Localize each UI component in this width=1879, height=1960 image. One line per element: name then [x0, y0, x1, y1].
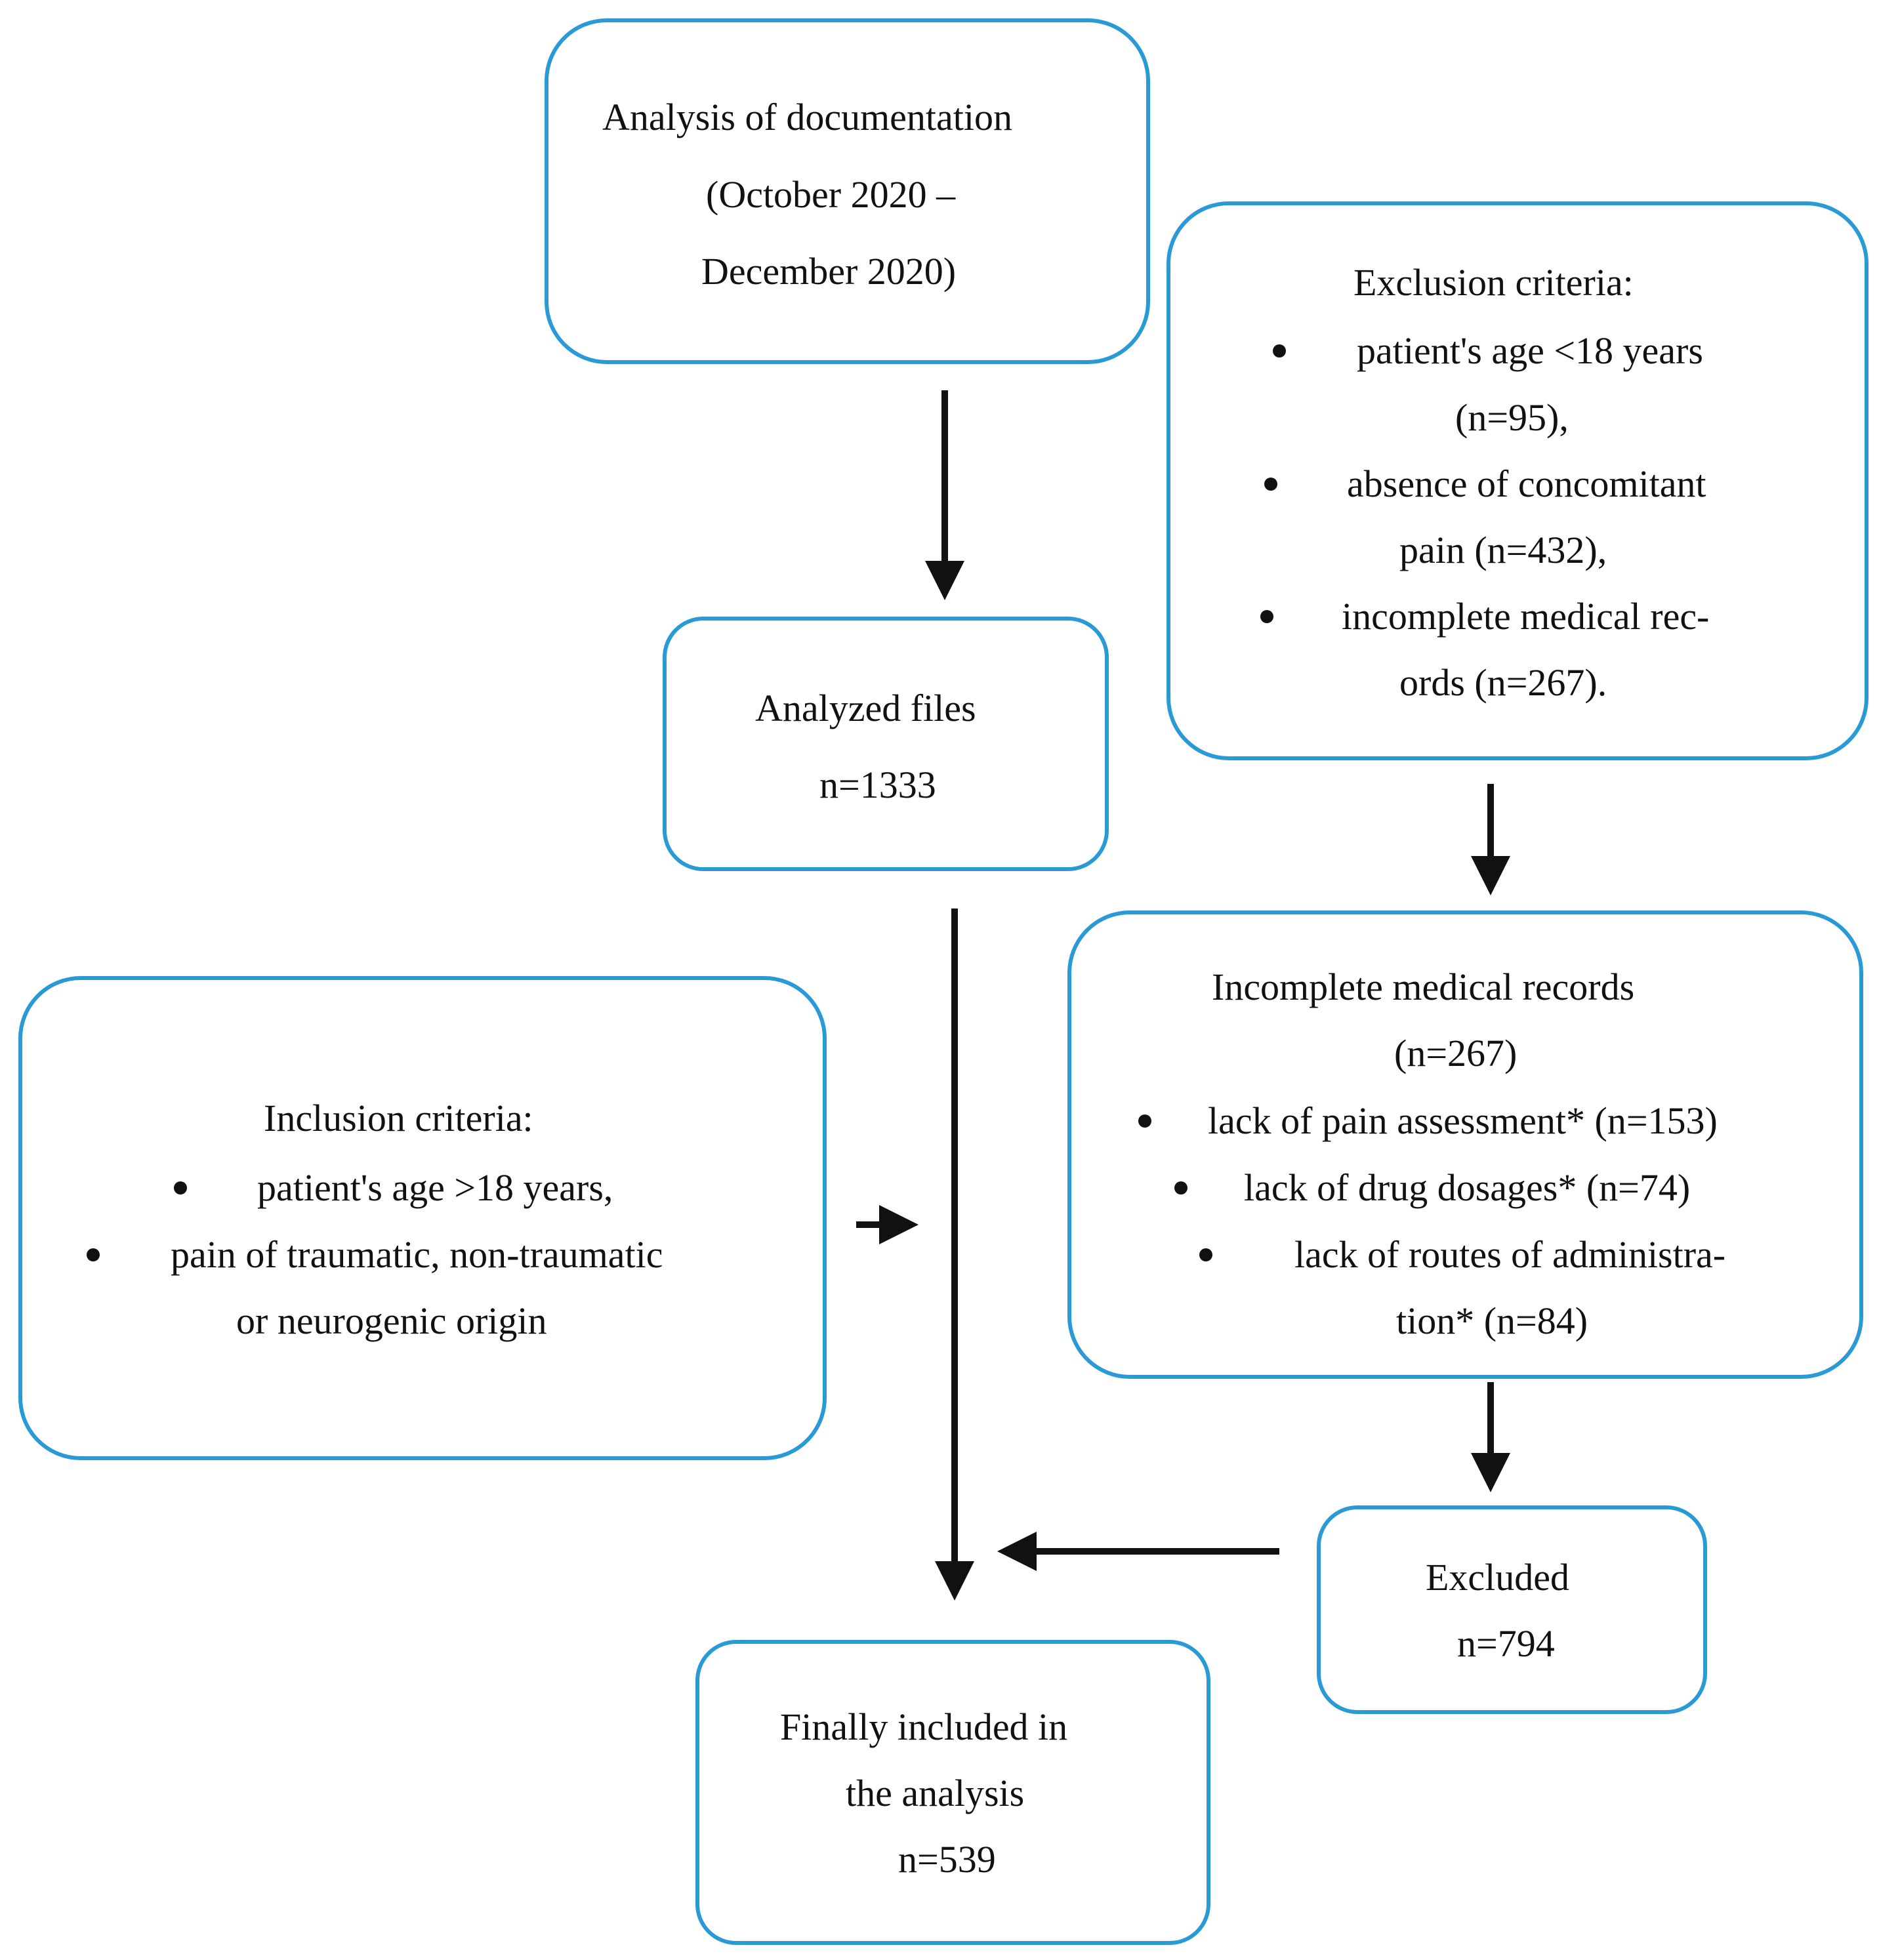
exclusion-item-2-line-2: pain (n=432), — [1399, 529, 1607, 571]
exclusion-bullet-3 — [1260, 610, 1273, 623]
node-inclusion-criteria — [18, 976, 827, 1460]
incomplete-item-3-line-1: lack of routes of administra- — [1294, 1233, 1726, 1276]
analysis-line-3: December 2020) — [701, 250, 957, 293]
analysis-line-2: (October 2020 – — [706, 173, 956, 216]
exclusion-bullet-1 — [1273, 344, 1286, 357]
incomplete-title: Incomplete medical records — [1212, 966, 1635, 1008]
inclusion-item-2-line-2: or neurogenic origin — [236, 1299, 547, 1342]
inclusion-bullet-1 — [174, 1181, 187, 1194]
node-excluded — [1317, 1505, 1707, 1714]
node-finally-included — [695, 1640, 1210, 1945]
node-exclusion-criteria — [1167, 201, 1869, 760]
exclusion-bullet-2 — [1264, 478, 1277, 491]
inclusion-item-1: patient's age >18 years, — [257, 1166, 613, 1209]
inclusion-bullet-2 — [87, 1248, 100, 1261]
node-incomplete-medical-records — [1067, 910, 1863, 1379]
node-analysis-of-documentation — [545, 18, 1150, 364]
final-line-1: Finally included in — [780, 1705, 1068, 1748]
analyzed-line-1: Analyzed files — [755, 687, 976, 729]
exclusion-item-3-line-1: incomplete medical rec- — [1342, 595, 1710, 638]
exclusion-item-1-line-2: (n=95), — [1455, 396, 1569, 439]
final-line-3: n=539 — [898, 1838, 996, 1881]
exclusion-item-2-line-1: absence of concomitant — [1347, 462, 1706, 505]
incomplete-subtitle: (n=267) — [1394, 1032, 1518, 1074]
exclusion-item-3-line-2: ords (n=267). — [1399, 661, 1607, 704]
excluded-line-1: Excluded — [1426, 1556, 1570, 1599]
incomplete-item-1: lack of pain assessment* (n=153) — [1208, 1099, 1718, 1142]
excluded-line-2: n=794 — [1457, 1622, 1555, 1665]
incomplete-item-2: lack of drug dosages* (n=74) — [1244, 1166, 1691, 1209]
incomplete-bullet-3 — [1199, 1248, 1212, 1261]
inclusion-title: Inclusion criteria: — [264, 1097, 533, 1139]
incomplete-bullet-1 — [1138, 1114, 1151, 1128]
exclusion-title: Exclusion criteria: — [1353, 261, 1634, 304]
final-line-2: the analysis — [846, 1772, 1025, 1814]
inclusion-item-2-line-1: pain of traumatic, non-traumatic — [171, 1233, 663, 1276]
incomplete-item-3-line-2: tion* (n=84) — [1396, 1299, 1588, 1342]
exclusion-item-1-line-1: patient's age <18 years — [1357, 329, 1703, 372]
analyzed-line-2: n=1333 — [819, 764, 936, 806]
incomplete-bullet-2 — [1174, 1181, 1187, 1194]
analysis-line-1: Analysis of documentation — [602, 96, 1013, 138]
node-analyzed-files — [663, 617, 1109, 871]
